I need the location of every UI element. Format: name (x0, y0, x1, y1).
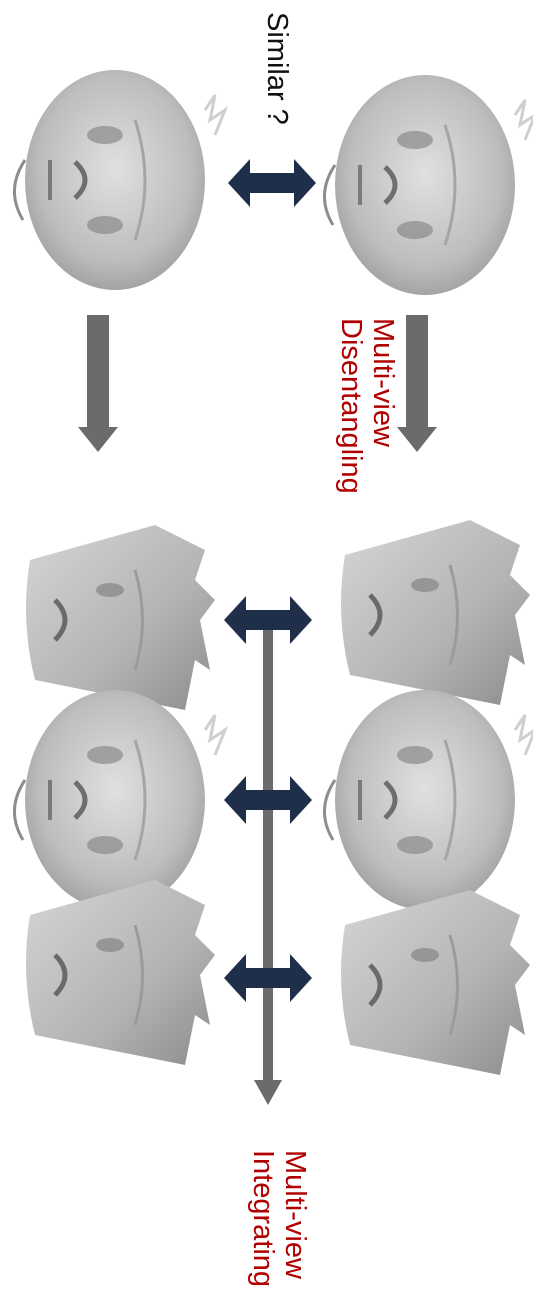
face-right-frontal (324, 690, 533, 910)
face-query-left (14, 70, 225, 290)
face-left-profile-b (26, 880, 215, 1065)
integrating-line-1: Multi-view (279, 1150, 311, 1279)
disentangling-label: Multi-view Disentangling (334, 318, 399, 494)
integrating-arrow (254, 625, 282, 1105)
face-right-profile-a (341, 520, 530, 705)
similarity-double-arrow (228, 159, 316, 207)
face-left-profile-a (26, 525, 215, 710)
face-right-profile-b (341, 890, 530, 1075)
flow-arrow-right (397, 315, 437, 452)
face-left-frontal (14, 690, 225, 910)
integrating-line-2: Integrating (247, 1150, 280, 1288)
face-query-right (324, 75, 533, 295)
integrating-label: Multi-view Integrating (246, 1150, 311, 1288)
disentangling-line-1: Multi-view (367, 318, 399, 447)
similar-label: Similar ? (261, 12, 293, 125)
disentangling-line-2: Disentangling (335, 318, 368, 494)
flow-arrow-left (78, 315, 118, 452)
